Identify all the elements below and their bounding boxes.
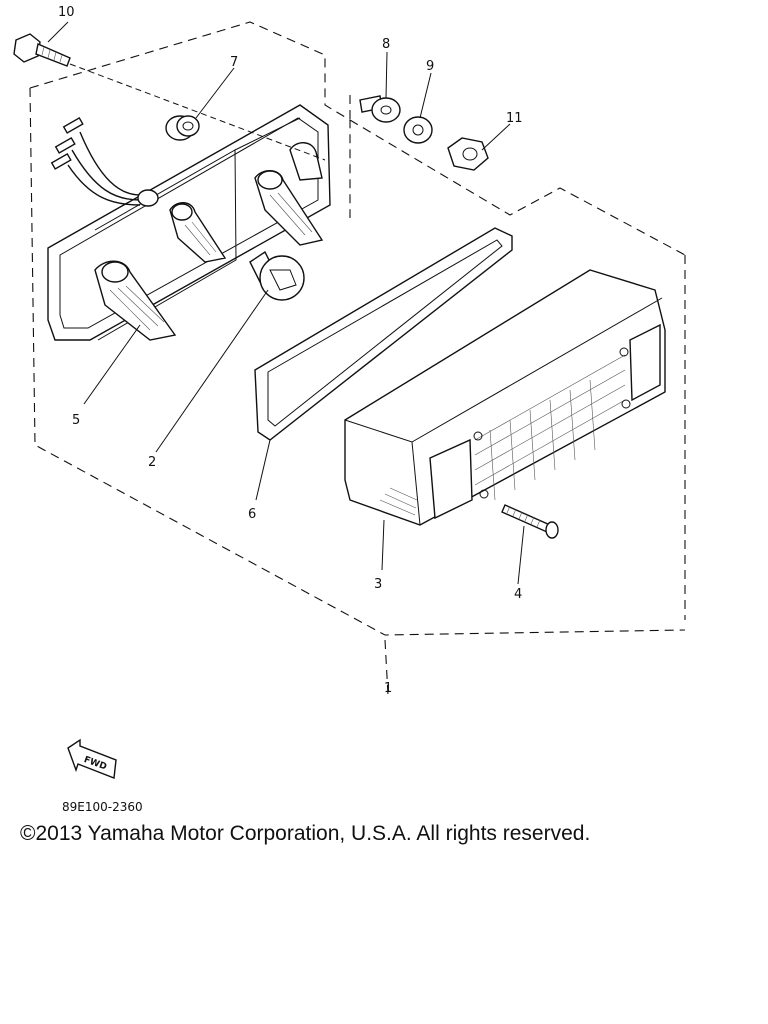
bulb-2 [249,250,305,301]
callout-1: 1 [384,681,392,696]
nut-11 [447,137,489,171]
callout-3: 3 [374,577,382,592]
callout-9: 9 [426,59,434,74]
grommet-7 [165,115,200,141]
callout-2: 2 [148,455,156,470]
fwd-arrow-icon: FWD [67,738,117,779]
screw-4 [501,504,559,539]
assembly-dashed-outline [29,21,686,696]
collar-8 [359,95,401,123]
callout-10: 10 [58,5,75,20]
washer-9 [403,116,433,144]
gasket-6 [254,227,513,441]
copyright-notice: ©2013 Yamaha Motor Corporation, U.S.A. A… [20,822,591,845]
bolt-10 [13,33,326,161]
diagram-code: 89E100-2360 [62,800,143,814]
leader-lines [47,21,525,585]
lamp-housing [47,104,331,341]
callout-6: 6 [248,507,256,522]
callout-7: 7 [230,55,238,70]
wire-harness [50,116,159,207]
callout-5: 5 [72,413,80,428]
callout-11: 11 [506,111,523,126]
callout-8: 8 [382,37,390,52]
callout-4: 4 [514,587,522,602]
lens-3 [344,269,666,526]
